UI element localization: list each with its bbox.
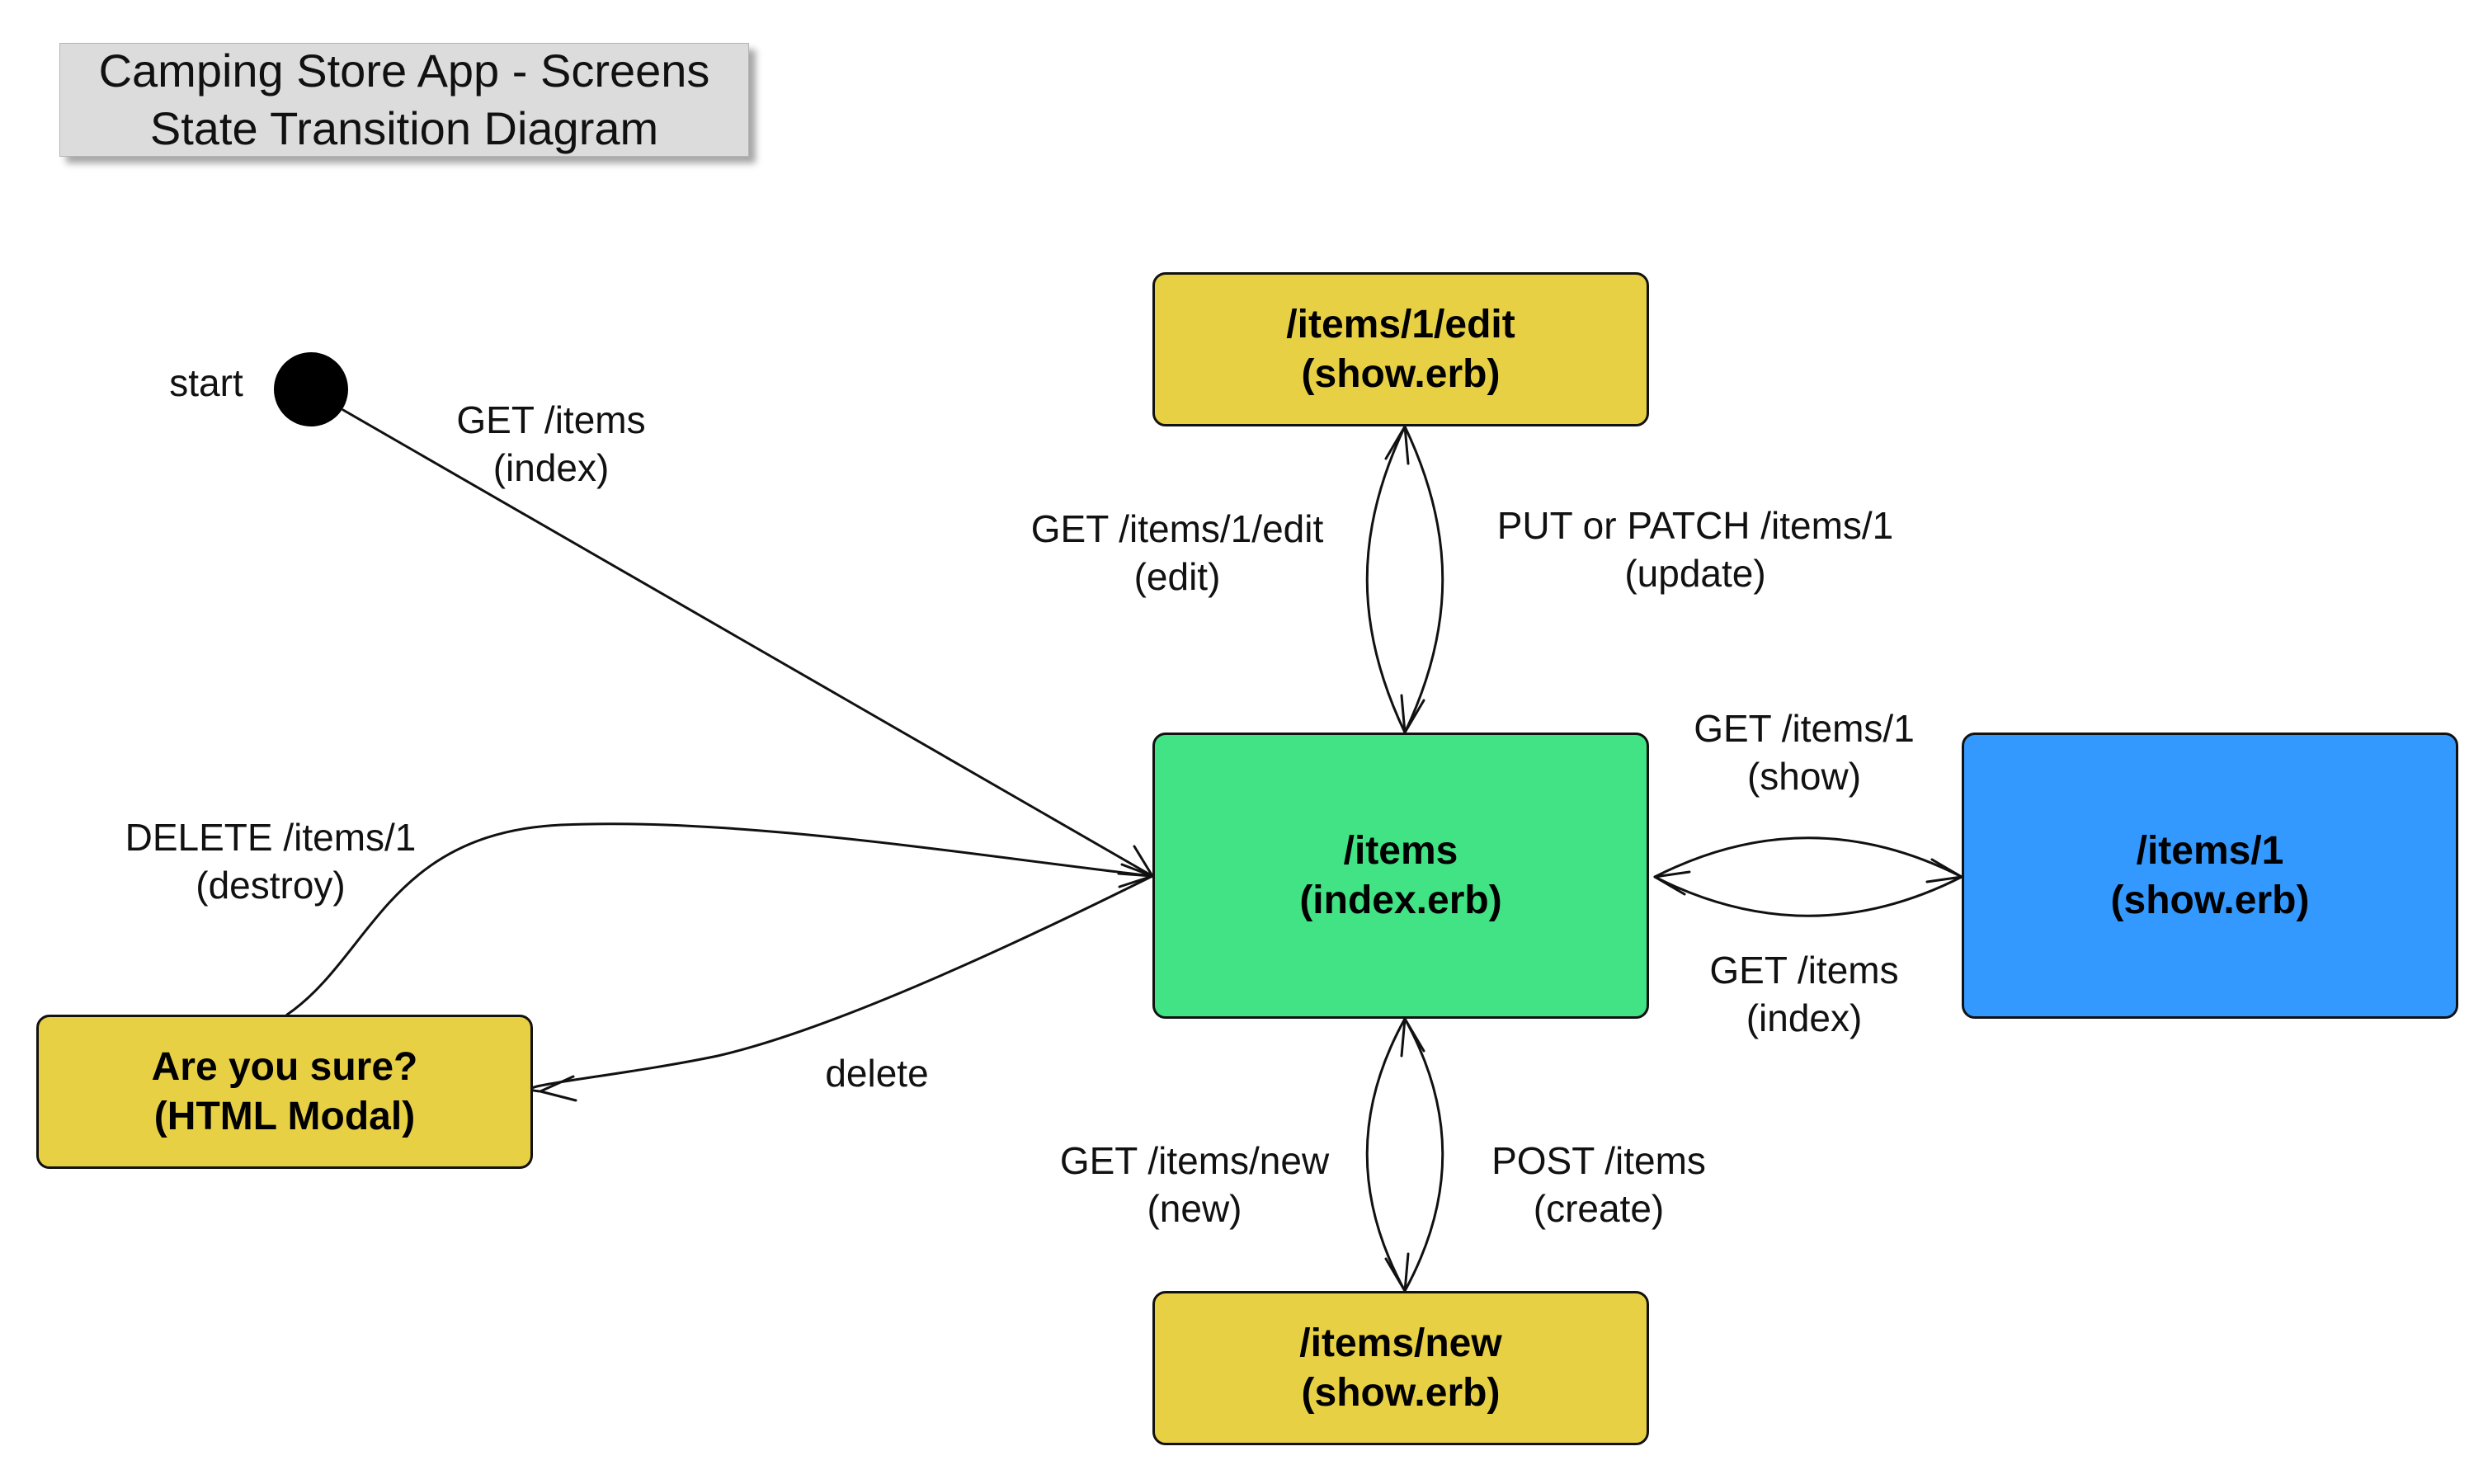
transition-index-show-label: GET /items/1 (show) [1694,704,1915,800]
transition-index-modal-action: delete [825,1052,929,1095]
transition-show-index-label: GET /items (index) [1709,946,1898,1042]
transition-show-index-action: (index) [1746,996,1863,1039]
transition-modal-index-label: DELETE /items/1 (destroy) [125,813,417,909]
transition-new-index-request: POST /items [1491,1139,1706,1182]
state-edit-path: /items/1/edit [1286,302,1515,346]
transition-index-show-action: (show) [1746,755,1862,798]
arrowhead-show-to-index [1653,870,1691,896]
arrow-edit-to-index [1403,425,1444,734]
transition-index-new-action: (new) [1147,1187,1242,1230]
state-show-path: /items/1 [2136,828,2284,873]
transition-index-show-request: GET /items/1 [1694,707,1915,750]
arrow-index-to-new [1365,1017,1407,1293]
transition-index-modal-label: delete [825,1049,928,1097]
transition-edit-index-request: PUT or PATCH /items/1 [1496,504,1894,547]
state-index-view: (index.erb) [1299,878,1502,922]
state-show-view: (show.erb) [2110,878,2310,922]
state-edit-view: (show.erb) [1301,351,1501,396]
transition-index-edit-label: GET /items/1/edit (edit) [1031,505,1324,601]
transition-new-index-label: POST /items (create) [1491,1137,1706,1232]
arrow-new-to-index [1403,1017,1444,1293]
arrow-start-to-index [342,408,1154,878]
arrow-show-to-index [1653,875,1963,917]
transition-edit-index-label: PUT or PATCH /items/1 (update) [1497,502,1894,597]
transition-edit-index-action: (update) [1624,552,1766,595]
transition-start-index-label: GET /items (index) [456,396,645,492]
diagram-title: Camping Store App - Screens State Transi… [59,43,749,157]
state-index-path: /items [1343,828,1458,873]
state-show[interactable]: /items/1 (show.erb) [1962,733,2458,1019]
arrow-modal-to-index [285,822,1154,1016]
start-dot [274,352,348,426]
transition-start-index-action: (index) [492,446,610,489]
transition-index-new-request: GET /items/new [1059,1139,1330,1182]
transition-show-index-request: GET /items [1709,949,1899,992]
arrowhead-new-to-index [1400,1017,1425,1058]
title-line-1: Camping Store App - Screens [98,45,710,97]
state-modal[interactable]: Are you sure? (HTML Modal) [36,1015,533,1169]
transition-new-index-action: (create) [1533,1187,1665,1230]
transition-modal-index-action: (destroy) [196,864,346,907]
state-index[interactable]: /items (index.erb) [1152,733,1649,1019]
title-line-2: State Transition Diagram [149,102,659,154]
transition-index-edit-action: (edit) [1133,555,1221,598]
transition-index-new-label: GET /items/new (new) [1060,1137,1329,1232]
transition-modal-index-request: DELETE /items/1 [125,816,417,859]
state-new-view: (show.erb) [1301,1370,1501,1415]
arrow-index-to-edit [1365,425,1407,734]
start-label: start [169,361,243,404]
transition-start-index-request: GET /items [456,398,646,441]
state-modal-question: Are you sure? [151,1044,418,1089]
transition-index-edit-request: GET /items/1/edit [1030,507,1324,550]
arrow-index-to-show [1653,836,1963,879]
state-edit[interactable]: /items/1/edit (show.erb) [1152,272,1649,426]
state-new[interactable]: /items/new (show.erb) [1152,1291,1649,1445]
state-new-path: /items/new [1299,1321,1502,1365]
arrowhead-index-to-modal [539,1075,577,1102]
arrow-index-to-modal [529,874,1154,1093]
state-modal-type: (HTML Modal) [153,1094,416,1138]
